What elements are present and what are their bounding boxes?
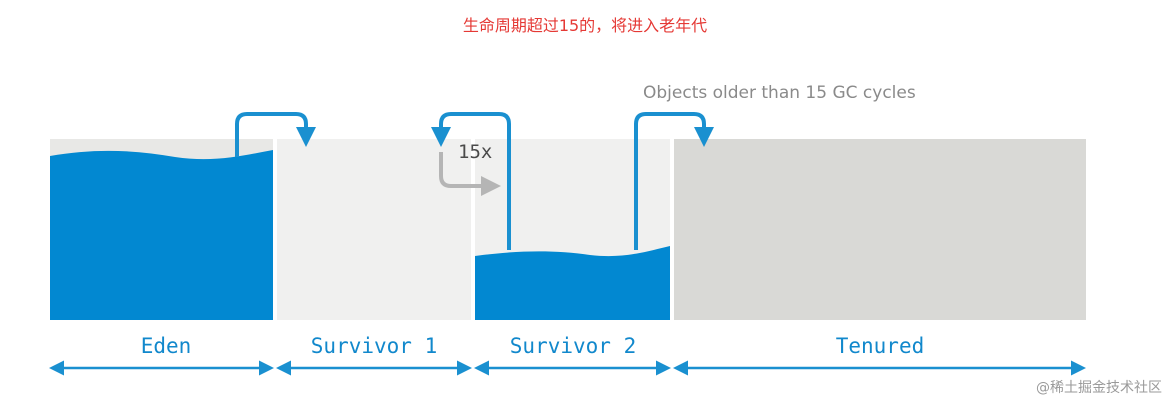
eden-fill	[50, 150, 273, 320]
eden-label: Eden	[141, 334, 192, 358]
promotion-annotation: Objects older than 15 GC cycles	[643, 83, 916, 103]
tenured-region	[674, 139, 1086, 320]
watermark-text: @稀土掘金技术社区	[1036, 380, 1162, 396]
diagram-heading: 生命周期超过15的，将进入老年代	[462, 16, 708, 35]
tenured-label: Tenured	[836, 334, 925, 358]
survivor-2-fill	[475, 246, 670, 320]
aging-arrow	[439, 152, 501, 196]
survivor-swap-arrow	[431, 112, 511, 250]
survivor-2-label: Survivor 2	[510, 334, 636, 358]
promotion-count-label: 15x	[458, 141, 492, 163]
survivor-1-region	[277, 139, 471, 320]
survivor-1-label: Survivor 1	[311, 334, 437, 358]
eden-to-survivor-arrow	[235, 112, 316, 157]
promotion-arrow	[634, 112, 714, 250]
